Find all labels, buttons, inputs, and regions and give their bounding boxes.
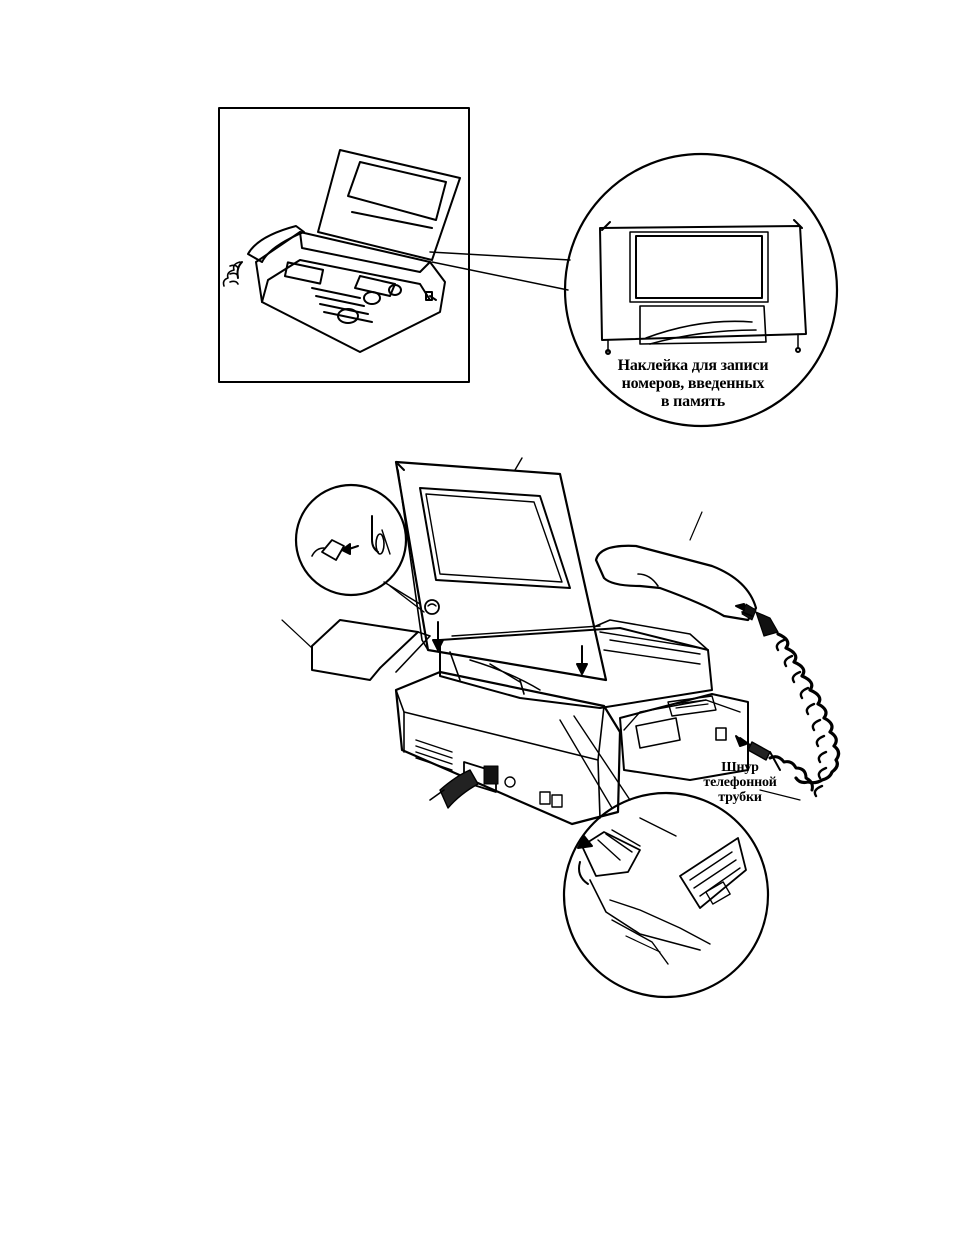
hook-zoom-circle	[296, 485, 424, 612]
handset-cord-label-line-1: Шнур	[690, 760, 790, 775]
memory-sticker-label: Наклейка для записи номеров, введенных в…	[598, 357, 788, 411]
handset-cord-label: Шнур телефонной трубки	[690, 760, 790, 805]
memory-sticker-label-line-2: номеров, введенных	[598, 375, 788, 393]
memory-sticker-label-line-1: Наклейка для записи	[598, 357, 788, 375]
memory-sticker-label-line-3: в память	[598, 393, 788, 411]
top-panel	[219, 108, 570, 382]
handset-cord-label-line-3: трубки	[690, 790, 790, 805]
fax-machine-open-small	[224, 150, 461, 352]
handset-cord-label-line-2: телефонной	[690, 775, 790, 790]
